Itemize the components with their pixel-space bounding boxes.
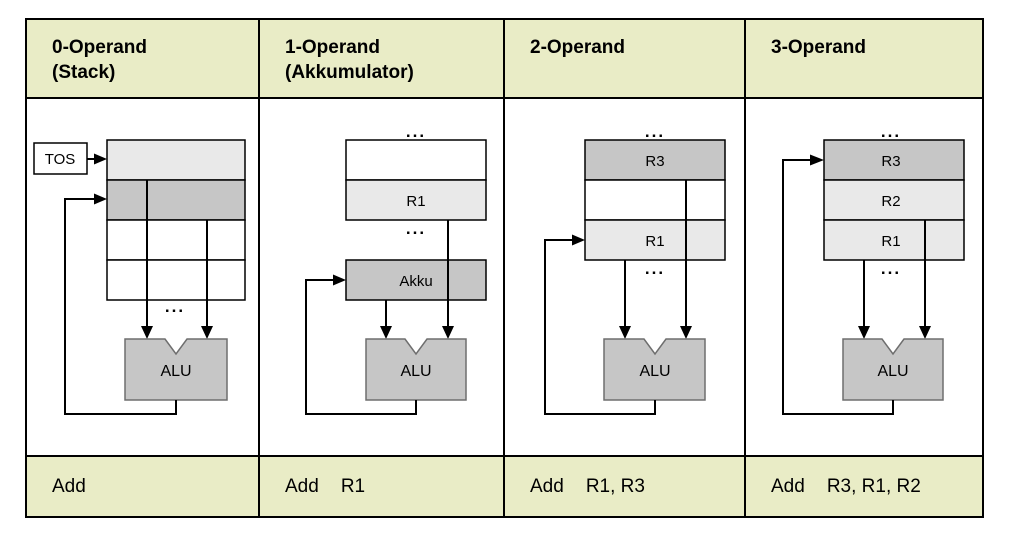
instruction-example-1-operand: Add R1	[258, 455, 503, 516]
header-line2: (Akkumulator)	[285, 62, 414, 83]
arrowhead-icon	[380, 326, 392, 339]
column-header-0-operand: 0-Operand (Stack)	[27, 20, 258, 99]
instruction-operands: R1	[340, 475, 366, 497]
instruction-example-3-operand: Add R3, R1, R2	[744, 455, 982, 516]
diagram-stack-architecture: TOS ... ALU	[27, 99, 258, 455]
arrowhead-icon	[442, 326, 454, 339]
feedback-wire	[782, 159, 894, 415]
instruction-mnemonic: Add	[285, 475, 319, 497]
arrowhead-icon	[141, 326, 153, 339]
stack-cell-third	[106, 219, 246, 261]
tos-arrowhead-icon	[94, 153, 107, 165]
akku-box	[345, 259, 487, 301]
tos-box	[33, 142, 88, 175]
feedback-arrowhead-icon	[333, 274, 346, 286]
ellipsis-bottom: ...	[881, 259, 901, 278]
arrowhead-icon	[858, 326, 870, 339]
instruction-operands: R1, R3	[585, 475, 645, 497]
instruction-example-0-operand: Add	[27, 455, 258, 516]
tos-label: TOS	[45, 151, 76, 168]
register-cell-blank	[345, 139, 487, 181]
feedback-wire	[64, 198, 177, 415]
instruction-mnemonic: Add	[771, 475, 805, 497]
header-line1: 1-Operand	[285, 37, 381, 58]
header-line1: 2-Operand	[530, 37, 626, 58]
register-label-r2: R2	[881, 193, 900, 210]
header-line2: (Stack)	[52, 62, 116, 83]
register-label-r3: R3	[881, 153, 900, 170]
alu-label: ALU	[160, 363, 191, 380]
ellipsis-middle: ...	[406, 219, 426, 238]
header-line1: 3-Operand	[771, 37, 867, 58]
instruction-mnemonic: Add	[530, 475, 564, 497]
column-header-2-operand: 2-Operand	[503, 20, 744, 99]
three-operand-architecture-svg: ... R3 R2 R1 ... ALU	[782, 122, 965, 415]
diagram-akkumulator-architecture: ... R1 ... Akku ALU	[258, 99, 503, 455]
stack-cell-fourth	[106, 259, 246, 301]
ellipsis-top: ...	[645, 122, 665, 141]
column-header-1-operand: 1-Operand (Akkumulator)	[258, 20, 503, 99]
instruction-operands: R3, R1, R2	[826, 475, 921, 497]
feedback-arrowhead-icon	[572, 234, 585, 246]
register-cell-blank	[584, 179, 726, 221]
register-label-r1: R1	[406, 193, 425, 210]
arrowhead-icon	[619, 326, 631, 339]
header-line1: 0-Operand	[52, 37, 148, 58]
ellipsis-top: ...	[881, 122, 901, 141]
alu-shape	[365, 338, 467, 401]
register-cell-r3	[584, 139, 726, 181]
register-label-r3: R3	[645, 153, 664, 170]
column-header-3-operand: 3-Operand	[744, 20, 982, 99]
stack-cell-top	[106, 139, 246, 181]
ellipsis-bottom: ...	[645, 259, 665, 278]
alu-label: ALU	[877, 363, 908, 380]
register-label-r1: R1	[645, 233, 664, 250]
akkumulator-architecture-svg: ... R1 ... Akku ALU	[305, 122, 487, 415]
alu-shape	[124, 338, 228, 401]
feedback-wire	[544, 239, 656, 415]
instruction-mnemonic: Add	[52, 475, 86, 497]
akku-label: Akku	[399, 273, 432, 290]
stack-architecture-svg: TOS ... ALU	[33, 139, 246, 415]
register-cell-r3	[823, 139, 965, 181]
feedback-arrowhead-icon	[94, 193, 107, 205]
feedback-arrowhead-icon	[810, 154, 824, 166]
arrowhead-icon	[680, 326, 692, 339]
stack-cell-second	[106, 179, 246, 221]
ellipsis-bottom: ...	[165, 297, 185, 316]
register-cell-r2	[823, 179, 965, 221]
instruction-example-2-operand: Add R1, R3	[503, 455, 744, 516]
alu-label: ALU	[639, 363, 670, 380]
operand-architecture-table: 0-Operand (Stack) 1-Operand (Akkumulator…	[25, 18, 984, 518]
arrowhead-icon	[919, 326, 931, 339]
alu-shape	[842, 338, 944, 401]
diagram-2-operand-architecture: ... R3 R1 ... ALU	[503, 99, 744, 455]
register-label-r1: R1	[881, 233, 900, 250]
feedback-wire	[305, 279, 417, 415]
register-cell-r1	[584, 219, 726, 261]
two-operand-architecture-svg: ... R3 R1 ... ALU	[544, 122, 726, 415]
alu-shape	[603, 338, 706, 401]
arrowhead-icon	[201, 326, 213, 339]
register-cell-r1	[823, 219, 965, 261]
register-cell-r1	[345, 179, 487, 221]
diagram-3-operand-architecture: ... R3 R2 R1 ... ALU	[744, 99, 982, 455]
alu-label: ALU	[400, 363, 431, 380]
ellipsis-top: ...	[406, 122, 426, 141]
